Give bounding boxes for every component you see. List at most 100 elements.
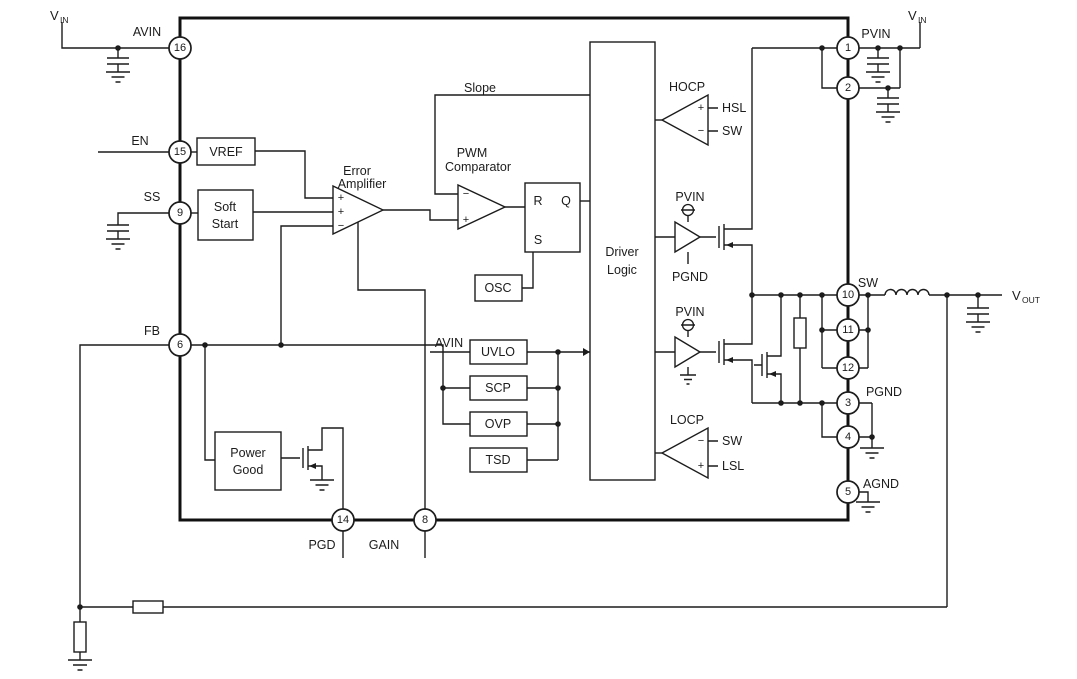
wire-fb-external-divider [68, 295, 948, 671]
wire-ls-driver-gnd [680, 367, 696, 385]
pin-12-number: 12 [842, 362, 854, 374]
pin-16: 16 [168, 36, 192, 60]
label-vref: VREF [209, 145, 243, 159]
pin-2-number: 2 [845, 82, 851, 94]
wire-ls-fet [700, 295, 753, 403]
label-driver: Driver [605, 245, 638, 259]
pin-2: 2 [836, 76, 860, 100]
label-pgnd-hs: PGND [672, 270, 708, 284]
vin-right-label: V [908, 8, 917, 23]
label-uvlo: UVLO [481, 345, 515, 359]
wire-protection-bus [527, 351, 590, 461]
label-tsd: TSD [486, 453, 511, 467]
ic-outline [178, 16, 850, 522]
label-hsl: HSL [722, 101, 746, 115]
pwm-plus-sign: + [463, 214, 469, 226]
wire-pgnd-net [752, 402, 837, 438]
label-soft: Soft [214, 200, 237, 214]
pin-10: 10 [836, 283, 860, 307]
feedback-bottom-resistor [73, 621, 87, 653]
label-fb-pin: FB [144, 324, 160, 338]
pin-1: 1 [836, 36, 860, 60]
erroramp-minus-sign: − [338, 220, 344, 232]
vin-left-label: V [50, 8, 59, 23]
pin-8-number: 8 [422, 514, 428, 526]
label-slope: Slope [464, 81, 496, 95]
label-pvin-hs: PVIN [675, 190, 704, 204]
label-pwm: PWM [457, 146, 488, 160]
erroramp-plus1-sign: + [338, 192, 344, 204]
wire-slope [434, 94, 590, 195]
label-s: S [534, 233, 542, 247]
uvlo-block [469, 339, 528, 365]
wire-discharge-fet [754, 295, 782, 403]
pin-14: 14 [331, 508, 355, 532]
label-error: Error [343, 164, 371, 178]
pin-15: 15 [168, 140, 192, 164]
power-good-block [214, 431, 282, 491]
pin-5: 5 [836, 480, 860, 504]
sw-sense-resistor [793, 317, 807, 349]
pwm-comparator-icon [457, 183, 507, 231]
vin-left-sub: IN [60, 15, 69, 25]
label-sw-hocp: SW [722, 124, 742, 138]
pin-6-number: 6 [177, 339, 183, 351]
pin-1-number: 1 [845, 42, 851, 54]
pin-12: 12 [836, 356, 860, 380]
ls-fet-arrow-icon [726, 357, 733, 363]
pin-10-number: 10 [842, 289, 854, 301]
scp-block [469, 375, 528, 401]
vout-label: V [1012, 288, 1021, 303]
pin-3-number: 3 [845, 397, 851, 409]
wire-vref-to-erroramp [255, 150, 333, 199]
label-hocp: HOCP [669, 80, 705, 94]
label-start: Start [212, 217, 239, 231]
wire-fb-internal-net [191, 225, 470, 461]
label-sw-locp: SW [722, 434, 742, 448]
wire-locp-inputs [708, 440, 718, 467]
pin-9: 9 [168, 201, 192, 225]
wire-erroramp-out [383, 209, 458, 221]
feedback-top-resistor [132, 600, 164, 614]
locp-minus-sign: − [698, 435, 704, 447]
vin-right-sub: IN [918, 15, 927, 25]
pin-14-number: 14 [337, 514, 349, 526]
pin-5-number: 5 [845, 486, 851, 498]
label-q: Q [561, 194, 571, 208]
wire-comp-to-gain-pin [357, 222, 426, 509]
pin-4: 4 [836, 425, 860, 449]
wire-pgnd-external [859, 402, 884, 459]
wire-agnd-external [856, 491, 880, 513]
label-avin-pin: AVIN [133, 25, 161, 39]
label-logic: Logic [607, 263, 637, 277]
wire-ss-ext-cap [106, 212, 169, 250]
hocp-comparator-icon [660, 93, 709, 147]
locp-plus-sign: + [698, 460, 704, 472]
label-locp: LOCP [670, 413, 704, 427]
locp-comparator-icon [660, 426, 709, 480]
label-good: Good [233, 463, 264, 477]
label-pgd-pin: PGD [308, 538, 335, 552]
hs-gate-driver-icon [674, 220, 702, 254]
hocp-plus-sign: + [698, 102, 704, 114]
pin-11-number: 11 [842, 324, 853, 336]
label-pvin-ls: PVIN [675, 305, 704, 319]
ls-gate-driver-icon [674, 335, 702, 369]
inductor-icon [884, 288, 930, 296]
pin-4-number: 4 [845, 431, 851, 443]
tsd-block [469, 447, 528, 473]
label-avin-internal: AVIN [435, 336, 463, 350]
wire-hs-fet [700, 47, 837, 295]
error-amplifier-icon [332, 184, 385, 236]
label-pgnd-pin: PGND [866, 385, 902, 399]
label-agnd-pin: AGND [863, 477, 899, 491]
wire-hs-supply-symbol [681, 209, 695, 222]
label-power: Power [230, 446, 265, 460]
junction-dots [77, 45, 981, 610]
pwm-minus-sign: − [463, 188, 469, 200]
label-comparator: Comparator [445, 160, 511, 174]
label-en-pin: EN [131, 134, 148, 148]
pin-15-number: 15 [174, 146, 186, 158]
